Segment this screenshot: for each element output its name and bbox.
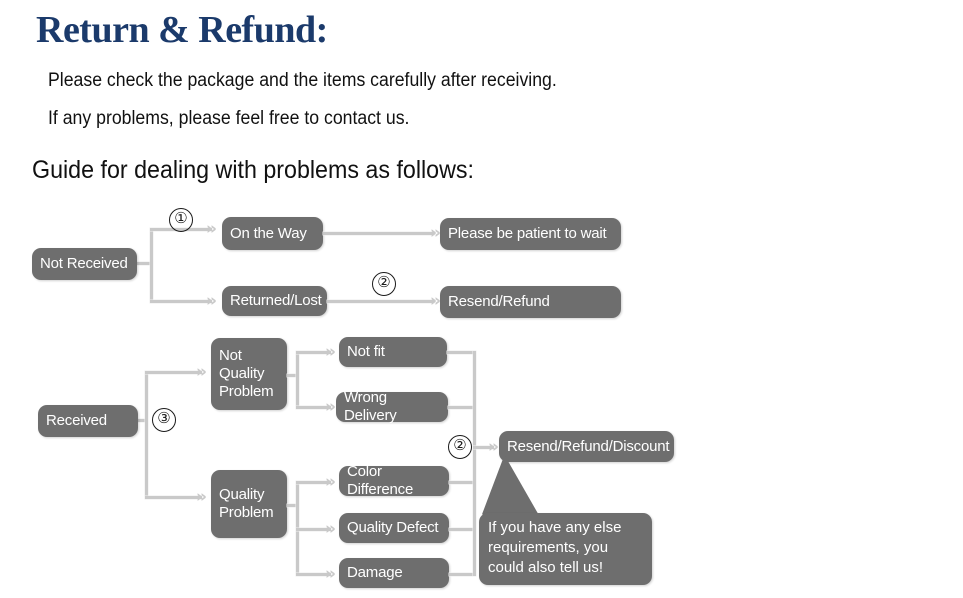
node-please-be-patient-to-wait[interactable]: Please be patient to wait <box>440 218 621 250</box>
connector-to-not-quality-problem <box>145 371 202 374</box>
marker-two-top: ② <box>372 272 396 296</box>
connector-nqp-trunk <box>296 351 299 408</box>
connector-received-trunk <box>145 371 148 499</box>
intro-line-1: Please check the package and the items c… <box>48 70 557 91</box>
collector-branch-not-fit <box>447 351 476 354</box>
connector-to-wrong-delivery <box>296 406 331 409</box>
connector-nqp-stem <box>287 374 299 377</box>
arrow-to-not-quality-problem-icon: » <box>196 362 207 382</box>
collector-trunk <box>473 351 476 576</box>
collector-branch-color-difference <box>449 481 476 484</box>
guide-heading: Guide for dealing with problems as follo… <box>32 156 474 184</box>
arrow-to-quality-defect-icon: » <box>325 519 336 539</box>
node-not-fit[interactable]: Not fit <box>339 337 447 367</box>
connector-to-damage <box>296 573 331 576</box>
page-title: Return & Refund: <box>36 9 328 51</box>
connector-on-the-way-to-wait <box>323 232 434 235</box>
node-resend-refund-discount[interactable]: Resend/Refund/Discount <box>499 431 674 462</box>
collector-branch-wrong-delivery <box>448 406 476 409</box>
arrow-to-wrong-delivery-icon: » <box>325 397 336 417</box>
node-not-quality-problem[interactable]: Not Quality Problem <box>211 338 287 410</box>
node-not-received[interactable]: Not Received <box>32 248 137 280</box>
arrow-to-resend-refund-discount-icon: » <box>488 437 499 457</box>
marker-three: ③ <box>152 408 176 432</box>
node-on-the-way[interactable]: On the Way <box>222 217 323 250</box>
connector-not-received-trunk <box>150 228 153 303</box>
arrow-to-color-difference-icon: » <box>325 472 336 492</box>
connector-to-quality-defect <box>296 528 331 531</box>
arrow-to-please-wait-icon: » <box>430 223 441 243</box>
speech-bubble: If you have any else requirements, you c… <box>479 513 652 585</box>
connector-not-received-stem <box>137 262 153 265</box>
node-quality-problem[interactable]: Quality Problem <box>211 470 287 538</box>
node-received[interactable]: Received <box>38 405 138 437</box>
connector-to-not-fit <box>296 351 331 354</box>
node-wrong-delivery[interactable]: Wrong Delivery <box>336 389 448 424</box>
marker-one: ① <box>169 208 193 232</box>
node-color-difference[interactable]: Color Difference <box>339 463 449 498</box>
collector-branch-quality-defect <box>449 528 476 531</box>
connector-to-resend-refund-discount <box>473 446 494 449</box>
arrow-to-damage-icon: » <box>325 564 336 584</box>
connector-returned-lost-to-resend <box>327 300 434 303</box>
arrow-to-on-the-way-icon: » <box>206 219 217 239</box>
marker-two-bottom: ② <box>448 435 472 459</box>
node-returned-lost[interactable]: Returned/Lost <box>222 286 327 316</box>
arrow-to-quality-problem-icon: » <box>196 487 207 507</box>
connector-to-returned-lost <box>150 300 212 303</box>
arrow-to-not-fit-icon: » <box>325 342 336 362</box>
node-quality-defect[interactable]: Quality Defect <box>339 513 449 543</box>
arrow-to-returned-lost-icon: » <box>206 291 217 311</box>
node-damage[interactable]: Damage <box>339 558 449 588</box>
arrow-to-resend-refund-icon: » <box>430 291 441 311</box>
connector-to-color-difference <box>296 481 331 484</box>
node-resend-refund[interactable]: Resend/Refund <box>440 286 621 318</box>
connector-received-stem <box>138 419 148 422</box>
connector-to-quality-problem <box>145 496 202 499</box>
connector-qp-stem <box>287 504 299 507</box>
collector-branch-damage <box>449 573 476 576</box>
intro-line-2: If any problems, please feel free to con… <box>48 108 410 129</box>
